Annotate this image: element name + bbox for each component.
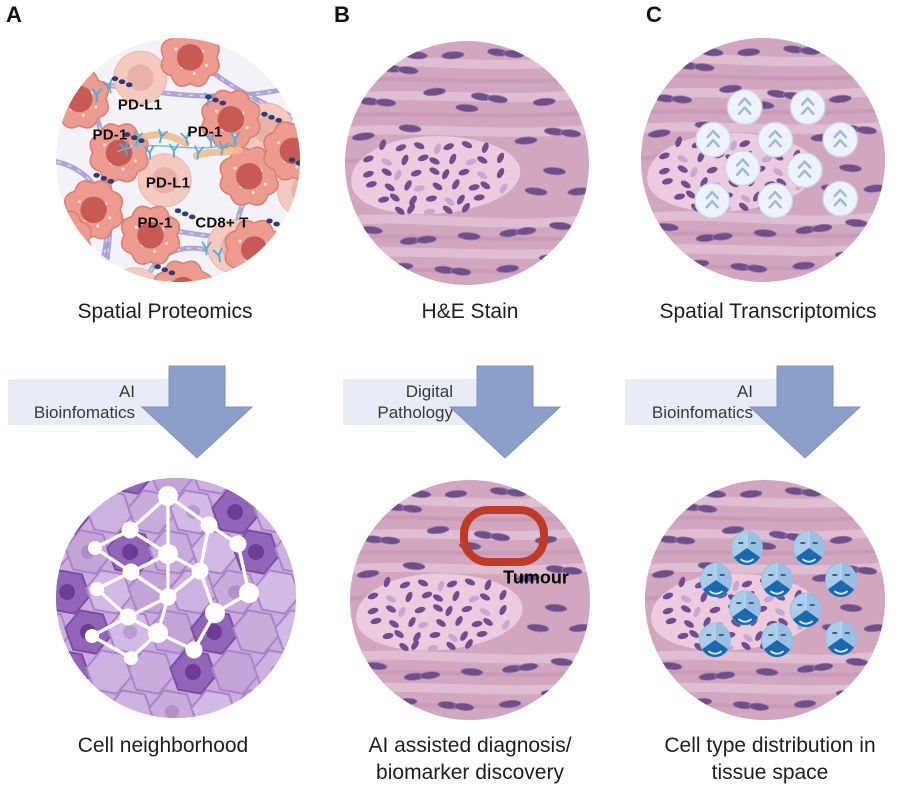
cell-pie-icon (731, 530, 763, 566)
cell-type-pies-icon (645, 480, 885, 720)
cell-neighborhood-illustration (56, 478, 296, 718)
he-stain-icon (345, 41, 589, 285)
antibody-icon (102, 78, 113, 94)
annotated-he-icon (350, 480, 590, 720)
panel-b: B H&E Stain Digital Pathology Tumour AI … (300, 0, 600, 798)
antibody-icon (204, 133, 215, 148)
top-caption-b: H&E Stain (421, 300, 519, 323)
caption-line: Cell neighborhood (77, 734, 249, 757)
antibody-icon (180, 130, 190, 146)
top-caption-a: Spatial Proteomics (77, 300, 253, 323)
tumor-cell-icon (201, 89, 261, 149)
down-arrow-icon (140, 365, 254, 459)
panel-letter-b: B (334, 2, 350, 27)
protein-marker-label: PD-1 (92, 126, 128, 144)
protein-marker-label: PD-1 (137, 214, 173, 232)
chevron-spot-icon (786, 152, 823, 189)
t-cell-icon (113, 50, 168, 105)
antibody-icon (144, 145, 155, 160)
cell-pie-icon (793, 530, 825, 566)
tumour-label: Tumour (503, 567, 569, 588)
panel-c: C Spatial Transcriptomics AI Bioinfomati… (600, 0, 900, 798)
cell-pie-icon (729, 590, 761, 626)
antibody-icon (201, 241, 212, 256)
chevron-spot-icon (726, 89, 763, 126)
cell-pie-icon (825, 562, 857, 598)
antibody-icon (229, 131, 240, 146)
transcriptomics-spots-icon (641, 38, 885, 282)
process-label-line: Bioinfomatics (33, 403, 135, 422)
down-arrow-icon (748, 365, 862, 459)
cell-pie-icon (790, 592, 822, 628)
process-label-line: AI (736, 382, 753, 401)
chevron-spot-icon (724, 150, 761, 187)
chevron-spot-icon (789, 89, 826, 126)
t-cell-icon (137, 153, 192, 208)
tumour-annotation-ring (460, 506, 548, 566)
bottom-caption-b: AI assisted diagnosis/ biomarker discove… (310, 732, 630, 786)
ai-diagnosis-illustration: Tumour (350, 480, 590, 720)
tumor-cell-icon (219, 146, 279, 206)
tumor-cell-icon (153, 260, 213, 282)
antibody-icon (168, 143, 179, 158)
protein-marker-label: PD-1 (187, 123, 223, 141)
bottom-caption-c: Cell type distribution in tissue space (620, 732, 900, 786)
antibody-icon (91, 87, 102, 102)
network-graph (85, 486, 259, 665)
spatial-proteomics-illustration: PD-L1 PD-1 PD-1 PD-L1 PD-1 CD8+ T (56, 38, 300, 282)
he-stain-illustration (345, 41, 589, 285)
cell-pie-icon (761, 562, 793, 598)
caption-line: tissue space (711, 761, 829, 784)
protein-marker-label: PD-L1 (117, 96, 163, 114)
process-label-line: Bioinfomatics (651, 403, 753, 422)
cell-network-icon (56, 478, 296, 718)
tumor-cell-icon (160, 38, 220, 87)
protein-marker-label: PD-L1 (145, 174, 191, 192)
antibody-icon (194, 145, 204, 160)
cell-pie-icon (699, 622, 731, 658)
cell-type-distribution-illustration (645, 480, 885, 720)
tumor-cell-icon (120, 205, 181, 265)
bottom-caption-a: Cell neighborhood (5, 732, 321, 759)
antibody-icon (118, 140, 129, 156)
panel-letter-a: A (6, 2, 22, 27)
cell-pie-icon (761, 622, 793, 658)
process-label-line: Pathology (377, 403, 453, 422)
panel-letter-c: C (646, 2, 662, 27)
spatial-proteomics-icon (56, 38, 300, 282)
chevron-spot-icon (694, 182, 731, 219)
tumor-cell-icon (263, 121, 300, 181)
spatial-transcriptomics-illustration (641, 38, 885, 282)
process-label-line: Digital (405, 382, 453, 401)
cell-pie-icon (825, 620, 857, 656)
antibody-icon (212, 247, 223, 263)
antibody-icon (218, 141, 229, 156)
down-arrow-icon (448, 365, 562, 459)
top-caption-c: Spatial Transcriptomics (659, 300, 877, 323)
process-label-line: AI (118, 382, 135, 401)
chevron-spot-icon (822, 121, 859, 158)
cell-pie-icon (700, 562, 732, 598)
chevron-spot-icon (822, 180, 859, 217)
caption-line: Cell type distribution in (664, 734, 876, 757)
caption-line: biomarker discovery (376, 761, 564, 784)
chevron-spot-icon (695, 121, 732, 158)
antibody-icon (158, 128, 168, 144)
chevron-spot-icon (757, 182, 794, 219)
panel-a: A PD-L1 PD-1 PD-1 PD-L1 PD-1 CD8+ T Spat… (0, 0, 300, 798)
caption-line: AI assisted diagnosis/ (368, 734, 572, 757)
protein-marker-label: CD8+ T (195, 214, 249, 232)
chevron-spot-icon (757, 121, 794, 158)
